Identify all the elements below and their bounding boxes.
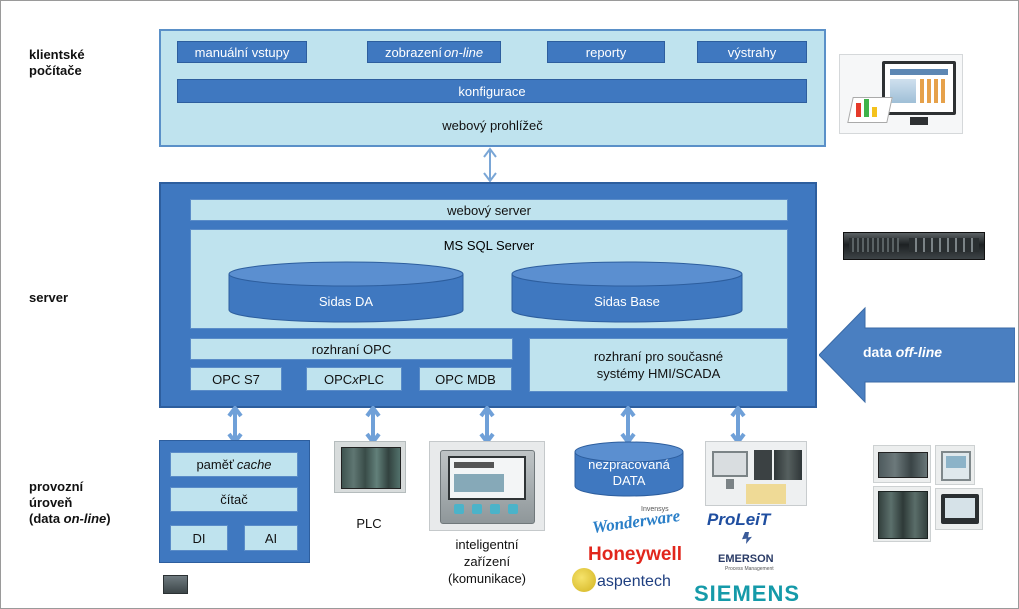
- data-offline-label: data off-line: [863, 344, 943, 360]
- raw-data-label: nezpracovaná DATA: [588, 457, 670, 488]
- connector-4: [620, 406, 636, 446]
- plc-rack-image-2: [873, 486, 931, 542]
- emerson-logo: EMERSON: [718, 553, 774, 565]
- proleit-logo: ProLeiT: [707, 510, 771, 529]
- configuration-bar[interactable]: konfigurace: [177, 79, 807, 103]
- client-server-connector: [483, 147, 497, 183]
- invensys-small-text: Invensys: [641, 506, 669, 513]
- sidas-base-cylinder: [511, 261, 743, 323]
- ms-sql-server-panel: MS SQL Server Sidas DA Sidas Base: [190, 229, 788, 329]
- online-view-button[interactable]: zobrazení on-line: [367, 41, 501, 63]
- connector-2: [365, 406, 381, 446]
- data-offline-arrow: [819, 306, 1015, 404]
- database-cylinders: [228, 261, 743, 323]
- small-module-image: [163, 575, 188, 594]
- label-server: server: [29, 290, 69, 305]
- scada-workstation-image: [705, 441, 807, 506]
- opc-interface-panel: rozhraní OPC: [190, 338, 513, 360]
- reports-button[interactable]: reporty: [547, 41, 665, 63]
- ai-panel: AI: [244, 525, 298, 551]
- counter-panel: čítač: [170, 487, 298, 512]
- alerts-button[interactable]: výstrahy: [697, 41, 807, 63]
- server-rack-image: [839, 224, 991, 268]
- hmi-panel-image: [935, 445, 975, 485]
- cache-memory-panel: paměť cache: [170, 452, 298, 477]
- field-device-box: paměť cache čítač DI AI: [159, 440, 310, 563]
- ms-sql-server-label: MS SQL Server: [443, 238, 535, 253]
- aspentech-swirl-icon: [572, 568, 596, 592]
- label-client-computers: klientské počítače: [29, 47, 85, 78]
- honeywell-logo: Honeywell: [588, 544, 682, 565]
- client-workstation-image: [839, 54, 963, 134]
- sidas-base-label: Sidas Base: [594, 294, 660, 309]
- sidas-da-label: Sidas DA: [318, 294, 374, 309]
- client-box: manuální vstupy zobrazení on-line report…: [159, 29, 826, 147]
- web-browser-label: webový prohlížeč: [442, 118, 543, 133]
- server-box: webový server MS SQL Server Sidas DA Sid…: [159, 182, 817, 408]
- hmi-scada-interface-panel: rozhraní pro současné systémy HMI/SCADA: [529, 338, 788, 392]
- opc-mdb-panel: OPC MDB: [419, 367, 512, 391]
- intelligent-device-image: [429, 441, 545, 531]
- label-field-level: provozní úroveň (data on-line): [29, 479, 111, 526]
- intelligent-device-label: inteligentní zařízení (komunikace): [447, 537, 527, 586]
- web-server-panel: webový server: [190, 199, 788, 221]
- sidas-da-cylinder: [228, 261, 464, 323]
- siemens-logo: SIEMENS: [694, 581, 801, 606]
- plc-label: PLC: [356, 516, 382, 531]
- emerson-process-text: Process Management: [725, 566, 774, 572]
- connector-5: [730, 406, 746, 446]
- raw-data-cylinder: [574, 441, 684, 497]
- manual-input-button[interactable]: manuální vstupy: [177, 41, 307, 63]
- connector-3: [479, 406, 495, 446]
- field-connectors: [227, 406, 746, 446]
- emerson-bolt-icon: [742, 532, 752, 544]
- aspentech-logo: aspentech: [597, 573, 671, 590]
- plc-image: [334, 441, 406, 493]
- opc-s7-panel: OPC S7: [190, 367, 282, 391]
- connector-1: [227, 406, 243, 446]
- di-panel: DI: [170, 525, 228, 551]
- plc-rack-image-1: [873, 445, 931, 483]
- operator-panel-image: [935, 488, 983, 530]
